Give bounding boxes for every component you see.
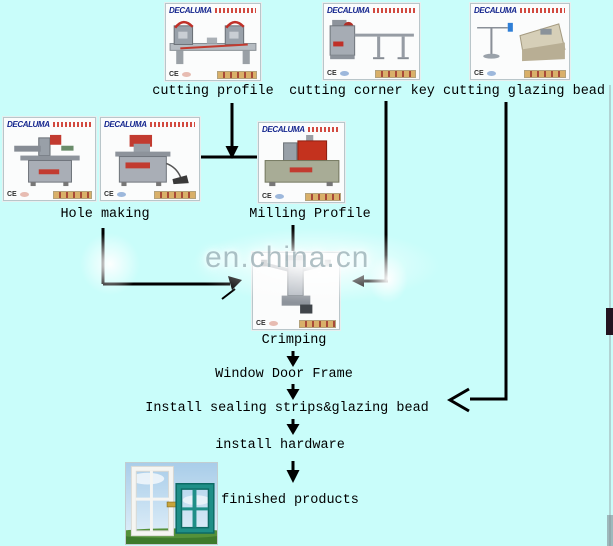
copy-router-machine-illustration — [101, 130, 199, 189]
card-header: DECALUMA — [324, 4, 419, 16]
watermark-glow — [368, 255, 408, 303]
connector-cutting-profile-down — [225, 103, 239, 159]
corner-key-saw-illustration — [324, 16, 419, 68]
brand-tagline-strip — [372, 8, 415, 13]
hole-making-photo-1: DECALUMA CE — [3, 117, 96, 201]
cutting-glazing-bead-photo: DECALUMA CE — [470, 3, 570, 80]
ce-mark: CE — [104, 191, 114, 198]
edge-artifact-gray-bar — [607, 515, 613, 546]
ce-mark: CE — [256, 320, 266, 327]
ce-mark: CE — [262, 193, 272, 200]
edge-artifact-dark-bar — [606, 308, 613, 335]
ce-mark: CE — [169, 71, 179, 78]
brand-tagline-strip — [214, 8, 256, 13]
label-install-sealing: Install sealing strips&glazing bead — [145, 401, 429, 416]
card-header: DECALUMA — [166, 4, 260, 16]
finished-products-photo — [125, 462, 218, 545]
label-hole-making: Hole making — [60, 207, 150, 222]
connector-glazing-bead-to-install-sealing — [447, 102, 508, 413]
badge-oval — [116, 192, 126, 197]
connector-window-door-frame-to-install-sealing — [286, 384, 300, 400]
brand-logo: DECALUMA — [169, 6, 212, 15]
card-header: DECALUMA — [101, 118, 199, 130]
ce-mark: CE — [327, 70, 337, 77]
connector-install-hardware-to-finished-products — [286, 461, 300, 483]
card-footer: CE — [253, 318, 339, 329]
watermark-glow — [80, 233, 140, 295]
patent-band — [299, 319, 336, 328]
label-crimping: Crimping — [261, 333, 327, 348]
label-finished-products: finished products — [221, 493, 359, 508]
brand-logo: DECALUMA — [7, 120, 50, 129]
badge-oval — [339, 71, 349, 76]
corner-crimping-machine-illustration — [253, 253, 339, 318]
card-header: DECALUMA — [471, 4, 569, 16]
card-footer: CE — [101, 189, 199, 200]
label-window-door-frame: Window Door Frame — [215, 367, 353, 382]
card-footer: CE — [259, 191, 344, 202]
cutting-profile-photo: DECALUMA CE — [165, 3, 261, 81]
patent-band — [153, 190, 196, 199]
crimping-photo: CE — [252, 252, 340, 330]
badge-oval — [274, 194, 284, 199]
ce-mark: CE — [7, 191, 17, 198]
ce-mark: CE — [474, 70, 484, 77]
patent-band — [216, 70, 257, 79]
patent-band — [52, 190, 92, 199]
card-footer: CE — [471, 68, 569, 79]
badge-oval — [486, 71, 496, 76]
brand-logo: DECALUMA — [327, 6, 370, 15]
brand-tagline-strip — [519, 8, 565, 13]
label-cutting-profile: cutting profile — [152, 84, 274, 99]
cutting-corner-key-photo: DECALUMA CE — [323, 3, 420, 80]
drilling-machine-illustration — [4, 130, 95, 189]
double-head-saw-illustration — [166, 16, 260, 69]
connector-crimping-to-window-door-frame — [286, 351, 300, 367]
connector-corner-key-to-crimping — [352, 101, 388, 287]
brand-logo: DECALUMA — [262, 125, 305, 134]
label-milling-profile: Milling Profile — [249, 207, 371, 222]
milling-profile-photo: DECALUMA CE — [258, 122, 345, 203]
brand-logo: DECALUMA — [104, 120, 147, 129]
brand-tagline-strip — [52, 122, 91, 127]
patent-band — [523, 69, 566, 78]
connector-install-sealing-to-install-hardware — [286, 419, 300, 435]
card-header: DECALUMA — [259, 123, 344, 135]
patent-band — [375, 69, 416, 78]
glazing-bead-saw-illustration — [471, 16, 569, 68]
card-footer: CE — [166, 69, 260, 80]
badge-oval — [268, 321, 278, 326]
brand-tagline-strip — [149, 122, 195, 127]
card-footer: CE — [324, 68, 419, 79]
badge-oval — [19, 192, 29, 197]
card-footer: CE — [4, 189, 95, 200]
brand-tagline-strip — [307, 127, 340, 132]
label-cutting-corner-key: cutting corner key — [289, 84, 435, 99]
badge-oval — [181, 72, 191, 77]
end-milling-machine-illustration — [259, 135, 344, 191]
hole-making-photo-2: DECALUMA CE — [100, 117, 200, 201]
connector-hole-making-to-crimping — [101, 228, 242, 300]
label-install-hardware: install hardware — [215, 438, 345, 453]
label-cutting-glazing-bead: cutting glazing bead — [442, 84, 606, 99]
brand-logo: DECALUMA — [474, 6, 517, 15]
patent-band — [304, 192, 341, 201]
card-header: DECALUMA — [4, 118, 95, 130]
